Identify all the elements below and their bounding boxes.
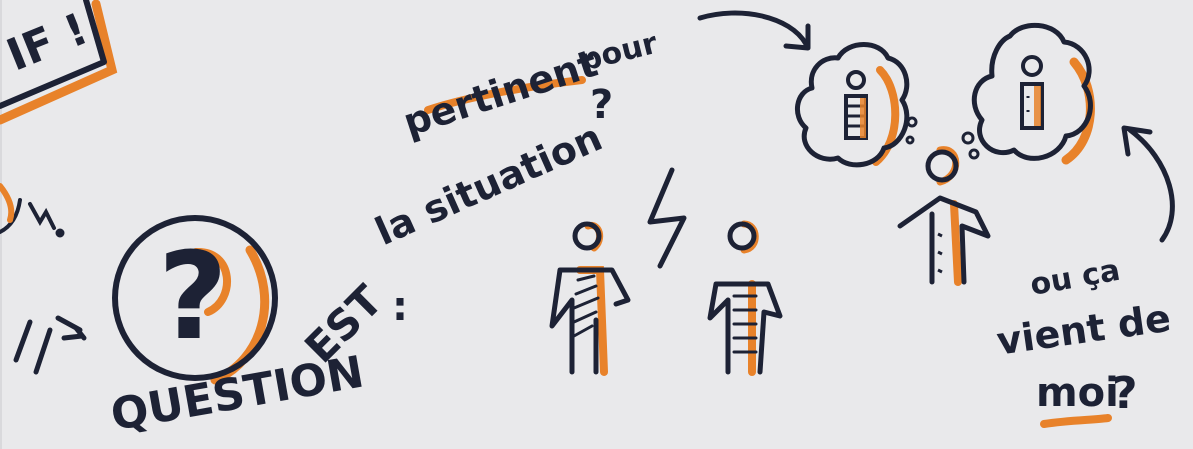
right-line-3: moi [1036, 370, 1119, 416]
right-qmark: ? [1112, 368, 1138, 419]
question-mark: ? [158, 228, 228, 367]
colon-mark: : [392, 284, 408, 330]
top-qmark: ? [590, 82, 613, 128]
